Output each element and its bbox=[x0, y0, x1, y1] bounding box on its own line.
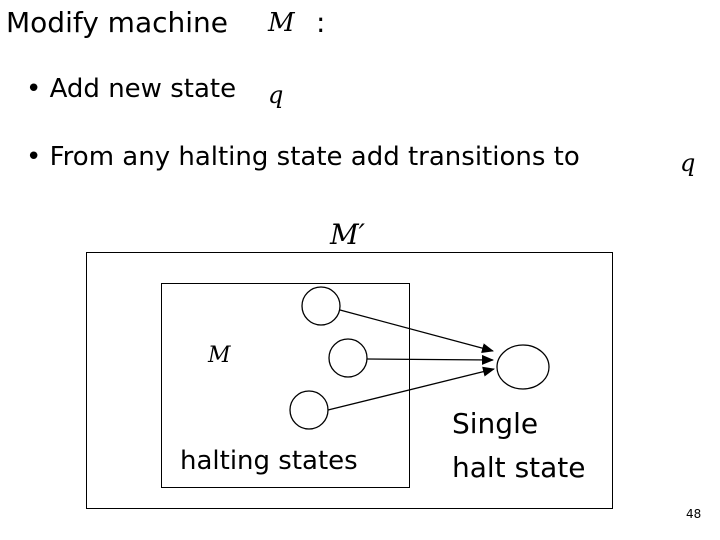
single-halt-line-1: Single bbox=[452, 407, 539, 440]
page-number: 48 bbox=[686, 507, 702, 521]
outer-machine-box bbox=[86, 252, 613, 509]
new-state-label: q bbox=[510, 351, 525, 376]
bullet-add-new-state-symbol: q bbox=[268, 81, 284, 109]
bullet-add-transitions: • From any halting state add transitions… bbox=[26, 142, 580, 172]
title-colon: : bbox=[316, 6, 326, 39]
slide-title: Modify machine bbox=[6, 6, 229, 39]
single-halt-line-2: halt state bbox=[452, 451, 586, 484]
single-halt-state-label: Single halt state bbox=[452, 402, 586, 490]
bullet-add-new-state: • Add new state bbox=[26, 74, 237, 104]
title-machine-symbol: M bbox=[268, 8, 295, 38]
halting-states-label: halting states bbox=[180, 446, 358, 476]
outer-machine-label: M′ bbox=[330, 218, 366, 251]
bullet-add-transitions-symbol: q bbox=[680, 149, 696, 177]
inner-machine-label: M bbox=[208, 343, 231, 368]
